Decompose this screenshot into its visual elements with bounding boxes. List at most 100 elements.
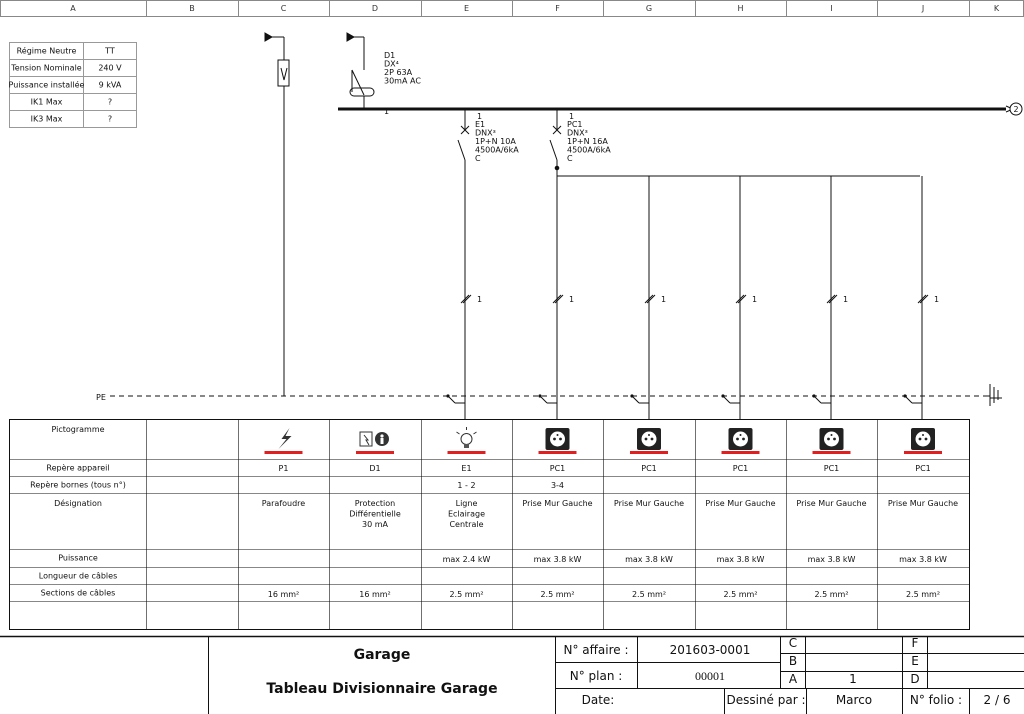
section-cable: 2.5 mm² xyxy=(723,590,757,599)
label-line: DX⁴ xyxy=(384,60,399,69)
plan-label: N° plan : xyxy=(570,669,623,683)
pe-tap xyxy=(722,395,731,404)
revision-letter: B xyxy=(789,654,797,668)
designation-line: Prise Mur Gauche xyxy=(522,499,592,508)
plan-value: 00001 xyxy=(695,669,725,683)
light-bulb-icon xyxy=(447,427,486,454)
revision-letter: F xyxy=(912,636,919,650)
label-line: PC1 xyxy=(567,120,583,129)
ruler-column-label: I xyxy=(830,4,832,13)
revision-letter: C xyxy=(789,636,797,650)
label-line: C xyxy=(475,154,481,163)
table-row-label: Repère bornes (tous n°) xyxy=(30,480,126,490)
revision-letter: E xyxy=(911,654,919,668)
table-row-label: Pictogramme xyxy=(51,425,104,434)
socket-pin xyxy=(736,437,739,441)
repere-bornes: 3-4 xyxy=(551,481,564,490)
designation-line: Ligne xyxy=(456,499,478,508)
surge-arrester-branch xyxy=(264,32,290,396)
diff-box xyxy=(359,431,373,447)
main-breaker-d1 xyxy=(346,32,375,109)
info-value: TT xyxy=(104,47,115,56)
info-label: Puissance installée xyxy=(9,80,85,90)
ruler-column-label: F xyxy=(555,4,560,13)
designation-line: 30 mA xyxy=(362,520,389,529)
repere-appareil: PC1 xyxy=(824,464,840,473)
pe-tap xyxy=(813,395,822,404)
diff-person-head xyxy=(380,434,384,438)
cable-tick xyxy=(826,294,836,304)
repere-bornes: 1 - 2 xyxy=(457,481,475,490)
cable-tick xyxy=(919,294,929,304)
cable-tick xyxy=(917,294,927,304)
socket-pin xyxy=(742,437,745,441)
puissance: max 3.8 kW xyxy=(534,555,582,564)
socket-face xyxy=(641,431,657,447)
cable-tick xyxy=(462,294,472,304)
cable-tick xyxy=(737,294,747,304)
repere-appareil: PC1 xyxy=(733,464,749,473)
socket-pin xyxy=(644,437,648,441)
breaker-pc1 xyxy=(549,109,920,396)
designation-line: Prise Mur Gauche xyxy=(705,499,775,508)
cable-count: 1 xyxy=(661,295,666,304)
info-value: 240 V xyxy=(98,64,122,73)
repere-appareil: P1 xyxy=(279,464,289,473)
section-cable: 2.5 mm² xyxy=(449,590,483,599)
designation-line: Différentielle xyxy=(349,509,401,519)
cable-count: 1 xyxy=(477,295,482,304)
cable-count: 1 xyxy=(752,295,757,304)
socket-pin xyxy=(553,437,556,441)
breaker-pc1-terminal: 1 xyxy=(569,112,574,121)
cable-tick xyxy=(828,294,838,304)
label-line: 30mA AC xyxy=(384,77,421,86)
socket-pin xyxy=(833,437,836,441)
pe-earth-line: PE xyxy=(96,384,1002,419)
pe-tap xyxy=(539,395,548,404)
date-label: Date: xyxy=(582,693,615,707)
cable-count: 1 xyxy=(934,295,939,304)
ruler-column-label: J xyxy=(921,4,924,13)
puissance: max 3.8 kW xyxy=(717,555,765,564)
pictogram-underline xyxy=(264,451,303,454)
puissance: max 3.8 kW xyxy=(899,555,947,564)
cable-tick xyxy=(460,294,470,304)
label-line: DNX³ xyxy=(567,129,588,138)
socket-icon xyxy=(812,428,851,454)
ruler-column-label: B xyxy=(189,4,195,13)
info-value: 9 kVA xyxy=(99,81,122,90)
designation-line: Centrale xyxy=(449,520,483,529)
label-line: 4500A/6kA xyxy=(567,146,611,155)
title-block: Garage Tableau Divisionnaire Garage N° a… xyxy=(0,635,1024,714)
designation-line: Prise Mur Gauche xyxy=(888,499,958,508)
cable-tick xyxy=(646,294,656,304)
section-cable: 16 mm² xyxy=(359,590,391,599)
affaire-label: N° affaire : xyxy=(563,643,628,657)
pictogram-underline xyxy=(904,451,942,454)
repere-appareil: D1 xyxy=(369,464,380,473)
label-line: C xyxy=(567,154,573,163)
surge-arrester-icon xyxy=(264,428,303,454)
lightning-shape xyxy=(278,428,292,449)
label-line: E1 xyxy=(475,120,485,129)
label-line: 1P+N 16A xyxy=(567,137,608,146)
bulb-glass xyxy=(460,433,473,445)
puissance: max 3.8 kW xyxy=(808,555,856,564)
revision-letter: D xyxy=(910,672,919,686)
socket-earth xyxy=(556,434,559,436)
info-label: Tension Nominale xyxy=(10,64,82,73)
pe-tap xyxy=(631,395,640,404)
designation-line: Protection xyxy=(355,499,395,508)
cable-tick xyxy=(644,294,654,304)
puissance: max 2.4 kW xyxy=(443,555,491,564)
ruler-column-label: K xyxy=(994,4,1000,13)
project-title: Garage xyxy=(354,647,411,663)
ruler-column-label: D xyxy=(372,4,378,13)
bus-reference: 2 xyxy=(1014,105,1019,114)
